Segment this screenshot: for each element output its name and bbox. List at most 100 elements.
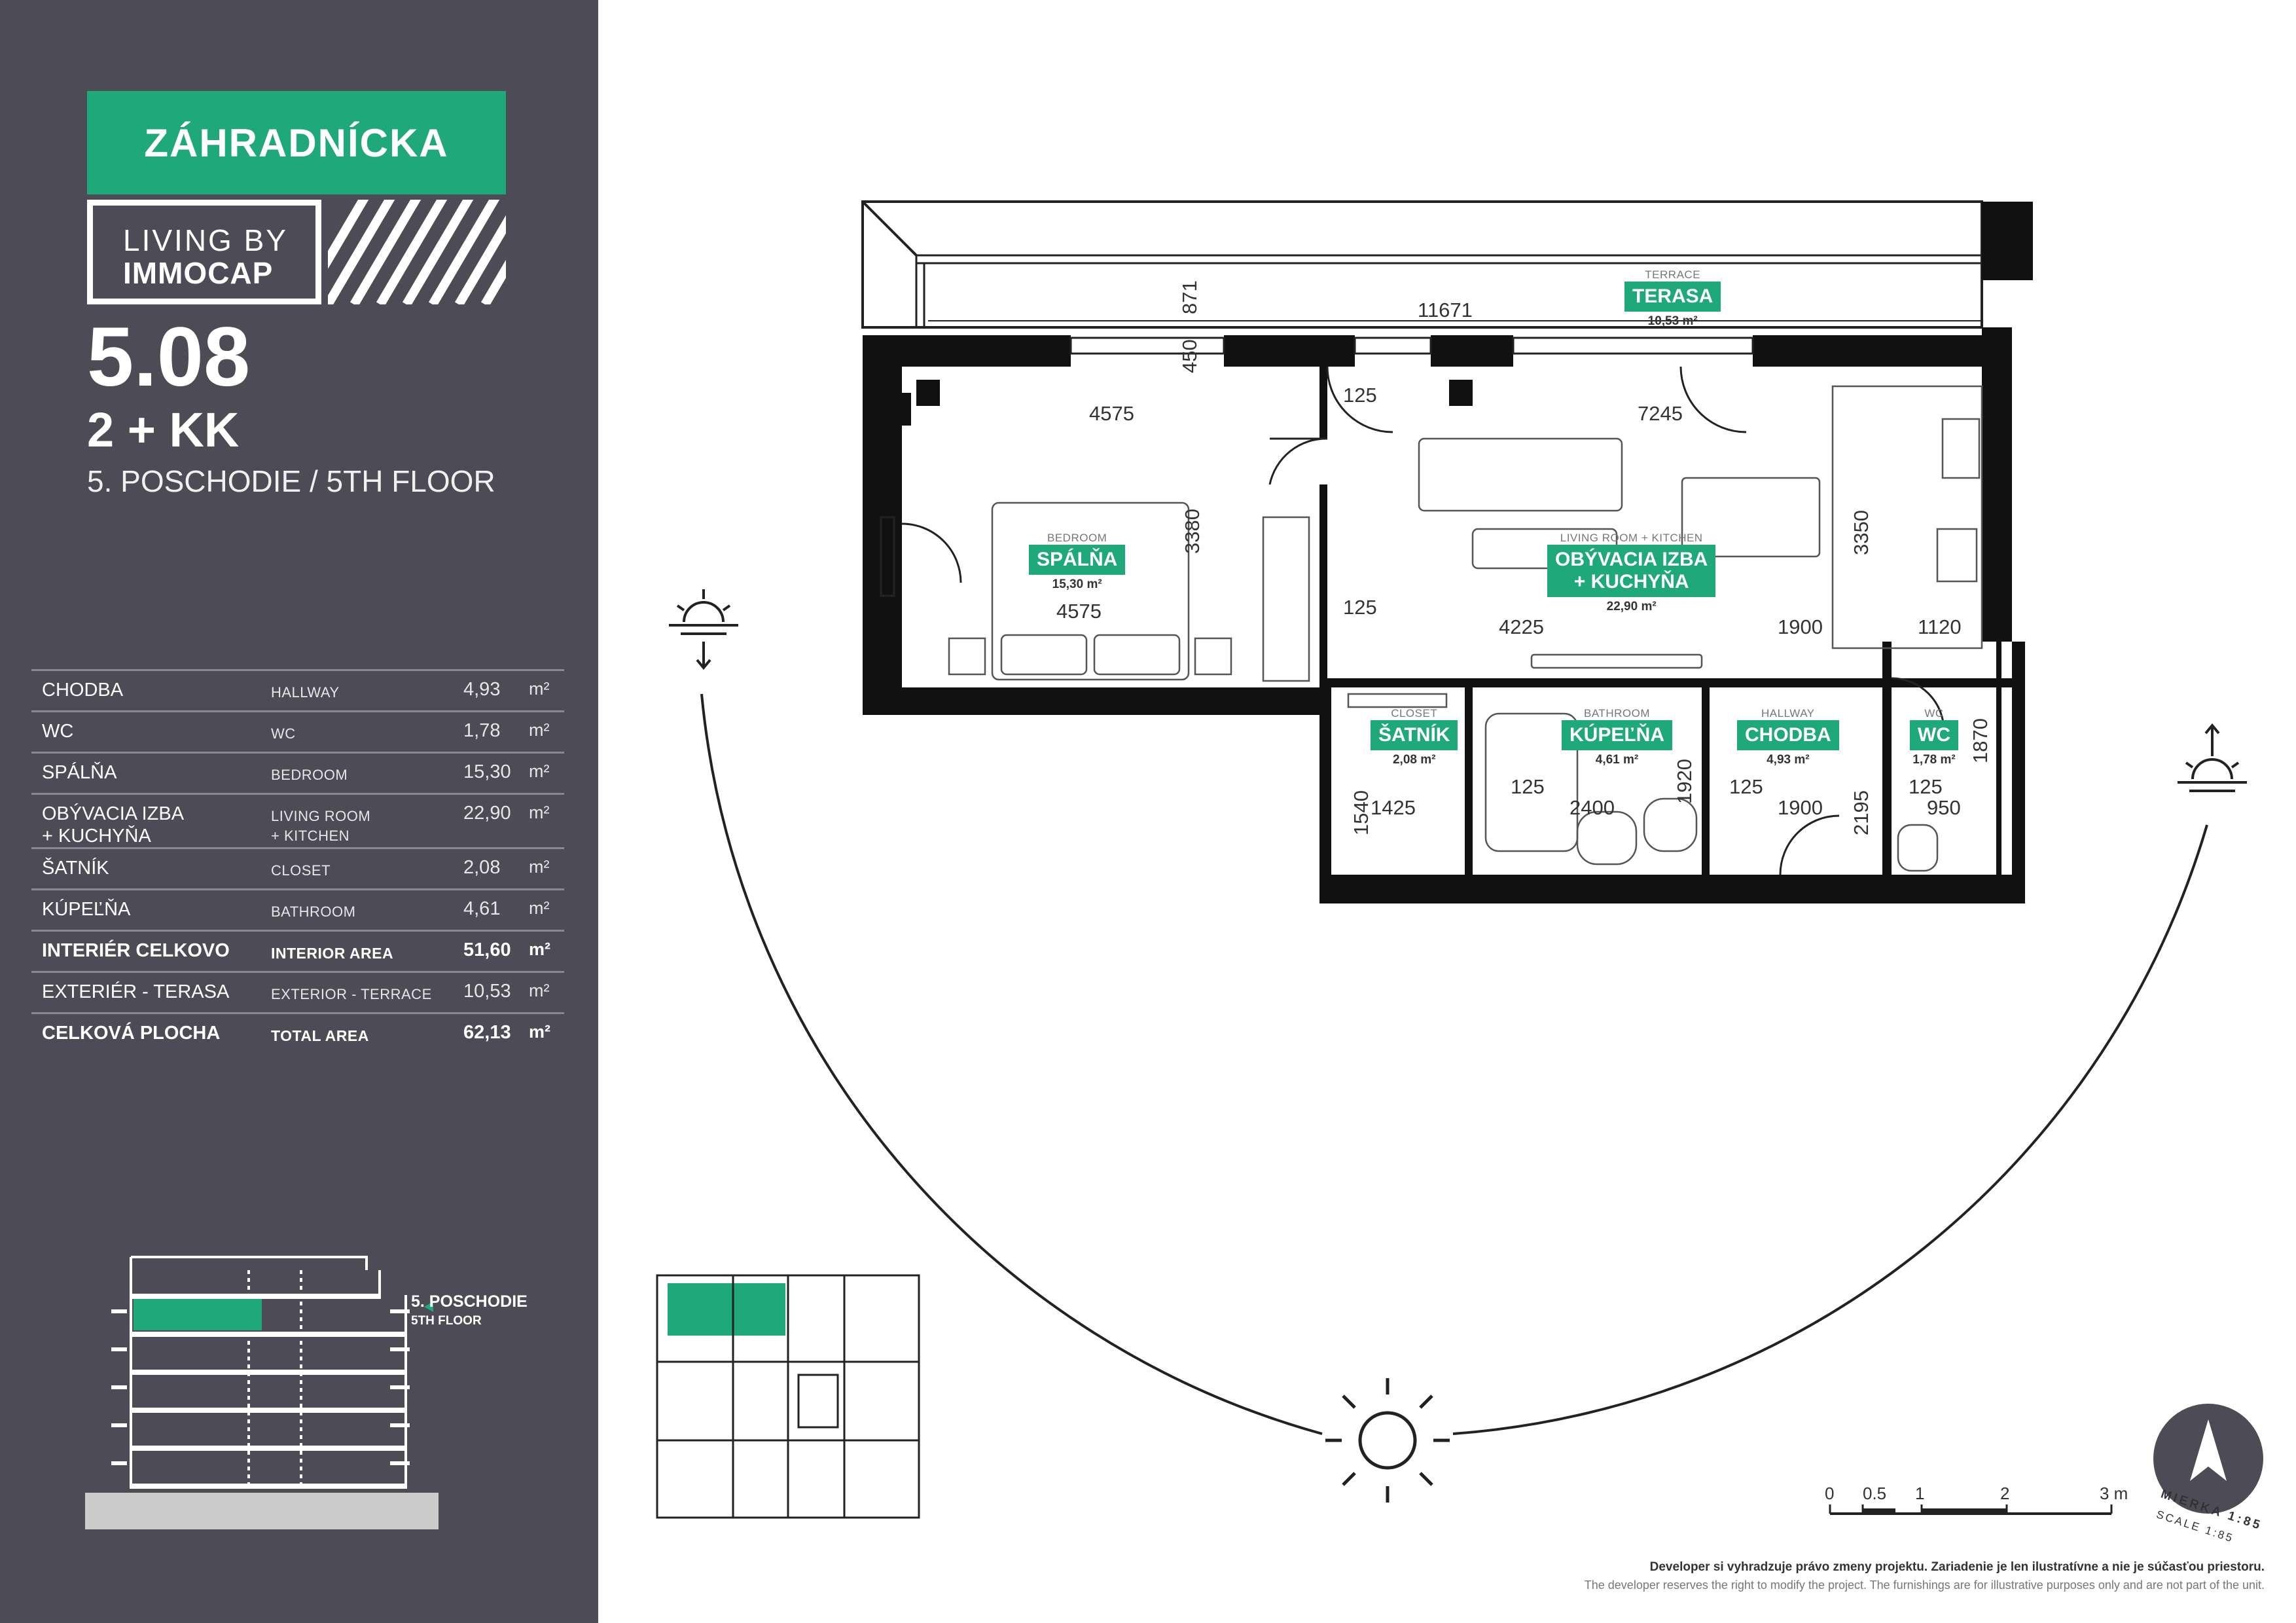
- room-label-en: WC: [1924, 707, 1944, 720]
- room-area: 2,08: [463, 857, 501, 878]
- dimension-label: 2195: [1850, 790, 1873, 835]
- walls: [863, 327, 2025, 903]
- room-name-sk: WC: [42, 721, 74, 742]
- dimension-label: 1425: [1371, 796, 1416, 819]
- room-name-sk: KÚPEĽŇA: [42, 899, 131, 920]
- room-label-bedroom: BEDROOM SPÁLŇA 15,30 m²: [1029, 532, 1126, 592]
- room-name-sk: EXTERIÉR - TERASA: [42, 981, 230, 1002]
- room-label-en: TERRACE: [1645, 268, 1701, 281]
- area-unit: m²: [529, 679, 550, 699]
- project-logo: ZÁHRADNÍCKA: [87, 91, 506, 194]
- room-label-en: BATHROOM: [1584, 707, 1650, 720]
- area-row: WC WC 1,78 m²: [31, 712, 564, 754]
- room-label-wc: WC WC 1,78 m²: [1910, 707, 1958, 767]
- room-label-hallway: HALLWAY CHODBA 4,93 m²: [1737, 707, 1839, 767]
- area-row: OBÝVACIA IZBA + KUCHYŇA LIVING ROOM + KI…: [31, 795, 564, 849]
- room-area: 10,53: [463, 981, 511, 1002]
- scale-tick-label: 3 m: [2100, 1484, 2128, 1503]
- key-plan: [656, 1274, 920, 1519]
- room-label-area: 2,08 m²: [1392, 753, 1436, 767]
- room-label-en: BEDROOM: [1047, 532, 1107, 544]
- sunset-icon-west: [669, 589, 738, 670]
- dimension-label: 4575: [1056, 600, 1102, 623]
- area-row: CHODBA HALLWAY 4,93 m²: [31, 671, 564, 712]
- room-label-sk: TERASA: [1624, 282, 1721, 312]
- room-label-terrace: TERRACE TERASA 10,53 m²: [1624, 268, 1721, 329]
- room-label-sk: SPÁLŇA: [1029, 545, 1126, 575]
- disclaimer-sk: Developer si vyhradzuje právo zmeny proj…: [1649, 1560, 2265, 1574]
- terrace-outline: [861, 200, 2033, 329]
- dimension-label: 1120: [1918, 615, 1962, 638]
- area-unit: m²: [529, 857, 550, 877]
- area-unit: m²: [529, 898, 550, 918]
- room-area: 1,78: [463, 720, 501, 741]
- living-by-text: LIVING BY: [123, 223, 288, 257]
- room-label-bathroom: BATHROOM KÚPEĽŇA 4,61 m²: [1562, 707, 1673, 767]
- room-label-area: 22,90 m²: [1606, 600, 1657, 613]
- area-unit: m²: [529, 761, 550, 781]
- developer-logo-frame: [87, 200, 321, 304]
- dimension-label: 1920: [1673, 759, 1696, 804]
- room-area: 62,13: [463, 1022, 511, 1043]
- floor-marker-sk: 5. POSCHODIE: [411, 1292, 528, 1311]
- dimension-label: 125: [1909, 775, 1943, 798]
- room-label-en: HALLWAY: [1761, 707, 1815, 720]
- dimension-label: 1540: [1350, 790, 1372, 835]
- scale-tick-label: 1: [1915, 1484, 1925, 1503]
- room-name-sk: CHODBA: [42, 680, 124, 701]
- dimension-label: 3380: [1181, 509, 1204, 554]
- north-arrow-icon: [2153, 1404, 2263, 1514]
- room-name-en: EXTERIOR - TERRACE: [271, 986, 432, 1002]
- room-name-en: WC: [271, 725, 296, 742]
- dimension-label: 125: [1511, 775, 1545, 798]
- windows: [880, 337, 1754, 597]
- room-area: 51,60: [463, 939, 511, 960]
- room-label-en: LIVING ROOM + KITCHEN: [1560, 532, 1703, 544]
- dimension-label: 1870: [1969, 718, 1992, 763]
- area-row: ŠATNÍK CLOSET 2,08 m²: [31, 849, 564, 890]
- room-area: 4,93: [463, 679, 501, 700]
- room-label-sk: WC: [1910, 720, 1958, 750]
- room-name-sk: INTERIÉR CELKOVO: [42, 940, 230, 961]
- area-row-total: CELKOVÁ PLOCHA TOTAL AREA 62,13 m²: [31, 1014, 564, 1053]
- room-label-area: 4,93 m²: [1767, 753, 1810, 767]
- dimension-label: 7245: [1638, 402, 1683, 425]
- stripes-graphic: [328, 200, 506, 304]
- scale-tick-label: 0: [1825, 1484, 1835, 1503]
- developer-logo: LIVING BY IMMOCAP: [87, 200, 506, 304]
- room-label-closet: CLOSET ŠATNÍK 2,08 m²: [1371, 707, 1458, 767]
- scale-tick-label: 2: [2000, 1484, 2010, 1503]
- room-name-en: CLOSET: [271, 862, 331, 879]
- highlighted-floor: [134, 1299, 262, 1330]
- room-label-living: LIVING ROOM + KITCHEN OBÝVACIA IZBA + KU…: [1547, 532, 1716, 614]
- dimension-label: 11671: [1418, 299, 1473, 321]
- disclaimer: Developer si vyhradzuje právo zmeny proj…: [1585, 1560, 2265, 1592]
- disclaimer-en: The developer reserves the right to modi…: [1584, 1578, 2265, 1592]
- area-unit: m²: [529, 720, 550, 740]
- dimension-label: 125: [1729, 775, 1763, 798]
- dimension-label: 871: [1178, 280, 1201, 314]
- unit-number: 5.08: [87, 310, 251, 404]
- dimension-label: 4225: [1499, 615, 1544, 638]
- building-section-diagram: [85, 1256, 439, 1529]
- room-name-en: INTERIOR AREA: [271, 945, 394, 962]
- unit-type: 2 + KK: [87, 403, 240, 457]
- area-row: EXTERIÉR - TERASA EXTERIOR - TERRACE 10,…: [31, 973, 564, 1014]
- scale-tick-label: 0.5: [1863, 1484, 1887, 1503]
- room-name-en: TOTAL AREA: [271, 1027, 369, 1044]
- room-label-sk: CHODBA: [1737, 720, 1839, 750]
- room-area: 4,61: [463, 898, 501, 919]
- dimension-label: 1900: [1778, 796, 1823, 819]
- area-unit: m²: [529, 1022, 550, 1042]
- room-label-sk: ŠATNÍK: [1371, 720, 1458, 750]
- dimension-label: 450: [1178, 339, 1201, 373]
- furniture: [948, 385, 1983, 872]
- area-row: KÚPEĽŇA BATHROOM 4,61 m²: [31, 890, 564, 932]
- room-name-sk: ŠATNÍK: [42, 858, 109, 879]
- dimension-label: 950: [1927, 796, 1961, 819]
- dimension-label: 3350: [1850, 510, 1873, 555]
- floor-marker: 5. POSCHODIE 5TH FLOOR: [411, 1292, 528, 1328]
- room-label-sk: OBÝVACIA IZBA + KUCHYŇA: [1547, 545, 1716, 597]
- room-area: 22,90: [463, 803, 511, 824]
